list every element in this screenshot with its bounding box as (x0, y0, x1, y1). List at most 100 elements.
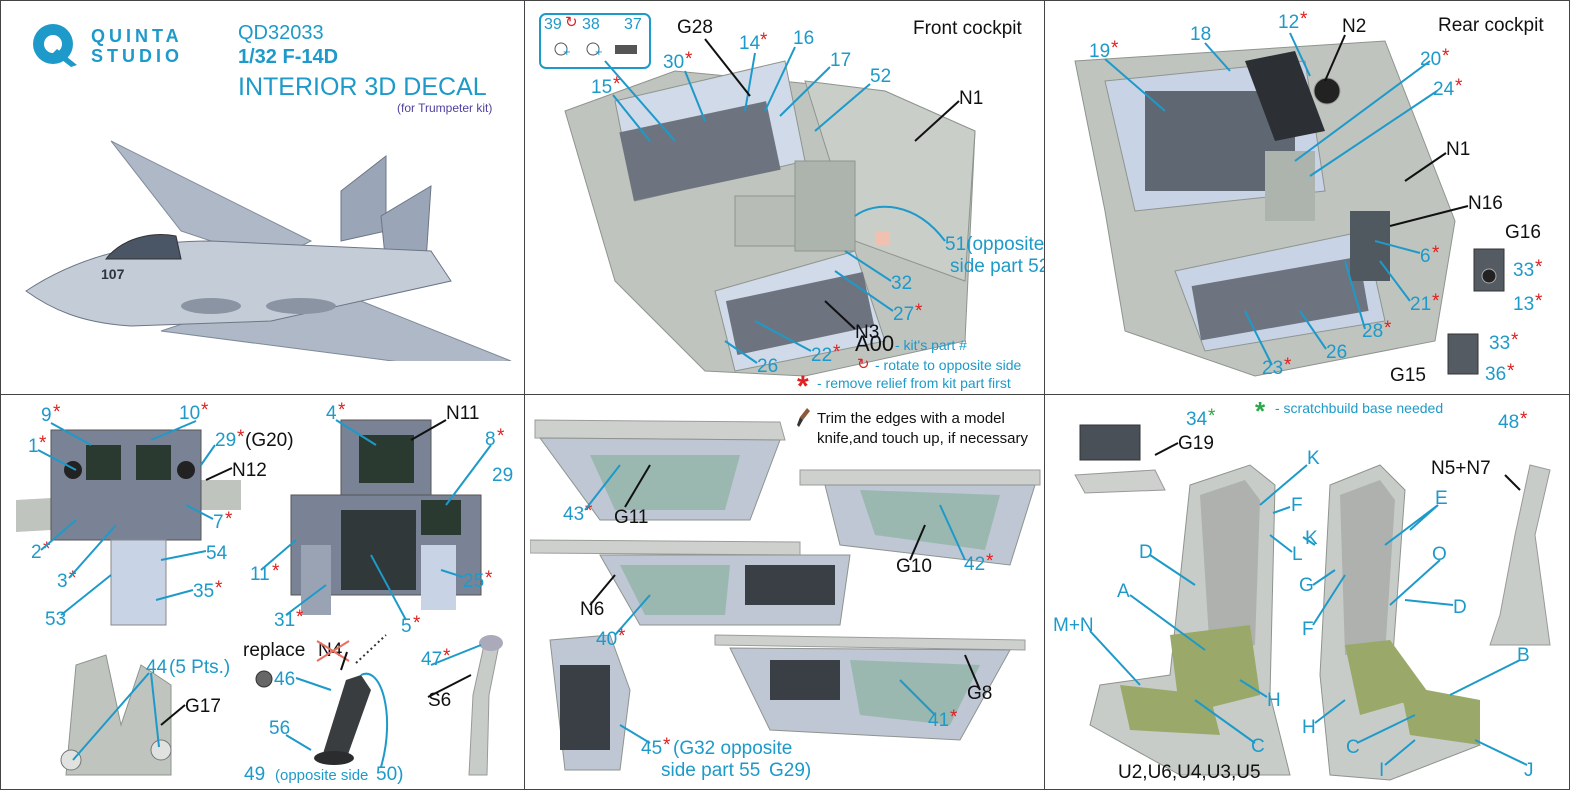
asterisk: * (685, 49, 693, 70)
asterisk: * (1111, 38, 1119, 59)
callout-B: B (1517, 645, 1530, 666)
callout-49: 49 (244, 764, 266, 785)
product-scale-model: 1/32 F-14D (238, 46, 339, 68)
callout-6: 6 (1420, 246, 1431, 267)
asterisk: * (443, 646, 451, 667)
rotate-icon: ↻ (565, 14, 578, 31)
front-instrument-panel-illustration (16, 429, 241, 626)
callout-9: 9 (41, 405, 52, 426)
callout-7: 7 (213, 512, 224, 533)
callout-1: 1 (28, 436, 39, 457)
callout-N1: N1 (1446, 139, 1471, 160)
callout-N3: N3 (855, 322, 880, 343)
asterisk: * (485, 568, 493, 589)
callout-45-note: (G32 opposite (673, 738, 793, 759)
rear-cockpit-panel: Rear cockpit 18 12 * N2 19 * 20 * 24 * N (1045, 1, 1569, 394)
legend-part-text: - kit's part # (895, 337, 967, 353)
callout-11: 11 (250, 564, 270, 585)
callout-14: 14 (739, 33, 761, 54)
rear-cockpit-leader-lines (1104, 32, 1469, 366)
part-46-icon (255, 670, 273, 688)
callout-52: 52 (870, 66, 892, 87)
callout-D2: D (1453, 597, 1467, 618)
callout-54: 54 (206, 543, 228, 564)
trim-note-line2: knife,and touch up, if necessary (817, 430, 1028, 447)
callout-30: 30 (663, 52, 685, 73)
callout-C2: C (1346, 737, 1360, 758)
callout-G29: G29) (769, 760, 812, 781)
asterisk: * (833, 342, 841, 363)
callout-49-note: (opposite side (275, 767, 369, 784)
callout-G11: G11 (614, 507, 649, 528)
callout-33: 33 (1513, 260, 1535, 281)
legend-rotate-text: - rotate to opposite side (875, 357, 1022, 373)
grid-divider (1044, 1, 1045, 789)
callout-G16: G16 (1505, 222, 1541, 243)
ejection-seats-illustration (1089, 464, 1551, 781)
callout-22: 22 (811, 345, 833, 366)
callout-O: O (1432, 544, 1447, 565)
callout-45: 45 (641, 738, 663, 759)
callout-A: A (1117, 581, 1130, 602)
callout-17: 17 (830, 50, 852, 71)
brand-name-line2: STUDIO (91, 46, 184, 66)
plus-sign: + (563, 44, 571, 59)
callout-G15: G15 (1390, 365, 1426, 386)
callout-50: 50) (376, 764, 404, 785)
branding-panel: QUINTA STUDIO QD32033 1/32 F-14D INTERIO… (1, 1, 524, 394)
asterisk: * (1535, 291, 1543, 312)
callout-23: 23 (1262, 358, 1284, 379)
asterisk: * (1384, 318, 1392, 339)
callout-box-39-38-37 (539, 13, 651, 69)
callout-G28: G28 (677, 17, 713, 38)
callout-40: 40 (596, 629, 618, 650)
callout-18: 18 (1190, 24, 1212, 45)
callout-8: 8 (485, 429, 496, 450)
callout-38: 38 (582, 16, 600, 33)
control-stick-illustration (314, 675, 371, 765)
part-G16-illustration (1473, 248, 1505, 292)
asterisk: * (1507, 361, 1515, 382)
front-cockpit-heading: Front cockpit (913, 18, 1022, 39)
callout-42: 42 (964, 554, 986, 575)
asterisk: * (585, 501, 593, 522)
callout-G10: G10 (896, 556, 932, 577)
product-subtitle: (for Trumpeter kit) (397, 101, 493, 115)
legend-remove-text: - remove relief from kit part first (817, 375, 1011, 391)
callout-D: D (1139, 542, 1153, 563)
callout-U-parts: U2,U6,U4,U3,U5 (1118, 762, 1261, 783)
callout-56: 56 (269, 718, 291, 739)
asterisk: * (663, 735, 671, 756)
callout-J: J (1524, 760, 1534, 781)
callout-25: 25 (463, 571, 485, 592)
rear-cockpit-heading: Rear cockpit (1438, 15, 1544, 36)
quinta-logo-icon (33, 24, 77, 67)
callout-K: K (1307, 448, 1320, 469)
callout-44: 44 (146, 657, 168, 678)
asterisk: * (618, 626, 626, 647)
asterisk: * (1284, 355, 1292, 376)
callout-33b: 33 (1489, 333, 1511, 354)
plus-sign: + (595, 44, 603, 59)
callout-34: 34 (1186, 409, 1208, 430)
asterisk: * (1511, 330, 1519, 351)
panels-leader-lines (37, 419, 492, 768)
callout-N1: N1 (959, 88, 984, 109)
callout-H: H (1267, 690, 1281, 711)
callout-24: 24 (1433, 79, 1455, 100)
callout-13: 13 (1513, 294, 1535, 315)
callout-3: 3 (57, 571, 68, 592)
callout-10: 10 (179, 403, 201, 424)
callout-N11: N11 (446, 403, 480, 424)
asterisk: * (1300, 9, 1308, 30)
callout-29b: 29 (492, 465, 514, 486)
callout-5: 5 (401, 616, 412, 637)
part-S6-illustration (468, 635, 503, 776)
front-cockpit-leader-lines (604, 38, 960, 364)
instrument-panels-panel: 9 * 10 * 1 * 29 * (G20) N12 7 * 2 * 3 * … (1, 395, 524, 789)
callout-51: 51(opposite (945, 234, 1044, 255)
aircraft-number: 107 (101, 266, 125, 282)
asterisk: * (497, 426, 505, 447)
callout-E: E (1435, 488, 1448, 509)
